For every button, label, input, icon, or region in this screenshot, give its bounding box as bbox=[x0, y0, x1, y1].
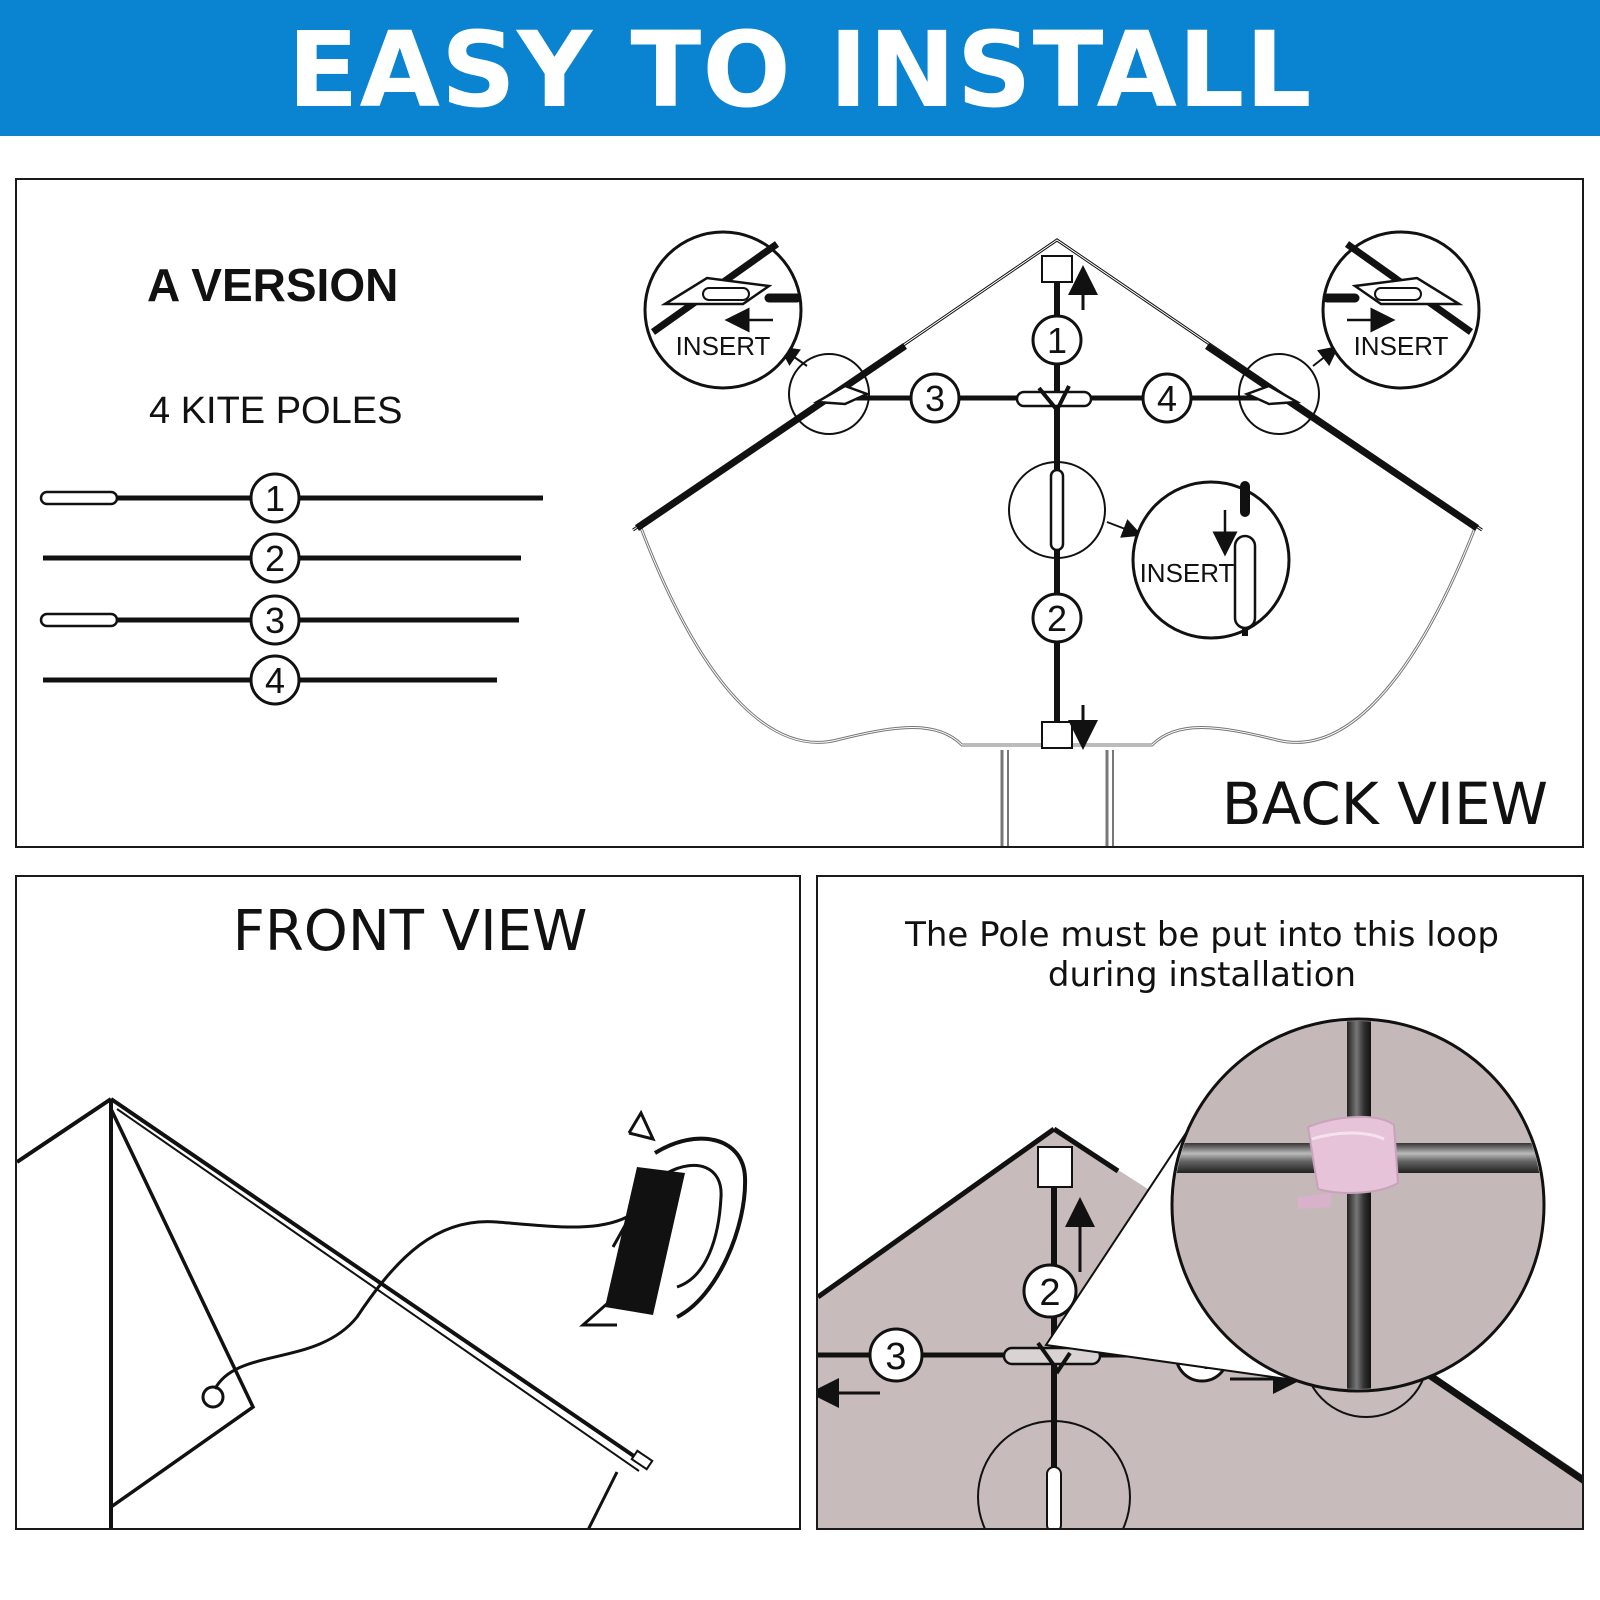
loop-detail-panel: The Pole must be put into this loop duri… bbox=[816, 875, 1584, 1530]
pole-number: 4 bbox=[1157, 378, 1177, 419]
back-view-diagram: 1 2 3 4 bbox=[39, 230, 1483, 846]
insert-label: INSERT bbox=[1354, 331, 1449, 361]
front-view-panel: FRONT VIEW bbox=[15, 875, 801, 1530]
pole-number: 1 bbox=[265, 478, 285, 519]
pole-1: 1 bbox=[39, 472, 543, 524]
banner-title: EASY TO INSTALL bbox=[287, 9, 1313, 131]
loop-note: The Pole must be put into this loop duri… bbox=[818, 915, 1582, 995]
pole-number: 2 bbox=[1047, 598, 1067, 639]
ribbon-loop bbox=[1306, 1116, 1400, 1194]
pole-number: 4 bbox=[265, 660, 285, 701]
insert-label: INSERT bbox=[1140, 558, 1235, 588]
pole-2: 2 bbox=[43, 532, 521, 584]
loop-detail-diagram: 2 3 4 bbox=[818, 1017, 1582, 1528]
back-view-label: BACK VIEW bbox=[1221, 770, 1548, 838]
pole-number: 2 bbox=[1039, 1272, 1060, 1314]
pole-number: 1 bbox=[1047, 320, 1067, 361]
version-title: A VERSION bbox=[147, 259, 399, 311]
header-banner: EASY TO INSTALL bbox=[0, 0, 1600, 136]
front-view-label: FRONT VIEW bbox=[232, 899, 588, 964]
loop-zoom-bubble bbox=[1170, 1017, 1546, 1393]
pole-number: 3 bbox=[925, 378, 945, 419]
insert-callout-right: INSERT bbox=[1312, 230, 1481, 390]
pole-4: 4 bbox=[43, 654, 497, 706]
pole-list: 1 2 3 4 bbox=[39, 472, 543, 706]
pole-number: 3 bbox=[265, 600, 285, 641]
front-view-diagram bbox=[17, 1097, 748, 1528]
spine-pole: 1 2 bbox=[1008, 255, 1106, 750]
cross-spar: 3 4 bbox=[788, 353, 1320, 435]
pole-3: 3 bbox=[39, 594, 519, 646]
back-view-panel: A VERSION 4 KITE POLES 1 2 bbox=[15, 178, 1584, 848]
kite-front-outline bbox=[17, 1097, 654, 1528]
insert-callout-left: INSERT bbox=[643, 230, 808, 390]
loop-note-line-1: The Pole must be put into this loop bbox=[905, 915, 1499, 955]
pole-number: 3 bbox=[885, 1336, 906, 1378]
loop-note-line-2: during installation bbox=[1047, 955, 1357, 995]
poles-title: 4 KITE POLES bbox=[149, 390, 403, 432]
kite-line bbox=[213, 1215, 628, 1390]
insert-callout-spine: INSERT bbox=[1106, 480, 1291, 640]
line-reel bbox=[579, 1109, 748, 1327]
insert-label: INSERT bbox=[676, 331, 771, 361]
pole-number: 2 bbox=[265, 538, 285, 579]
